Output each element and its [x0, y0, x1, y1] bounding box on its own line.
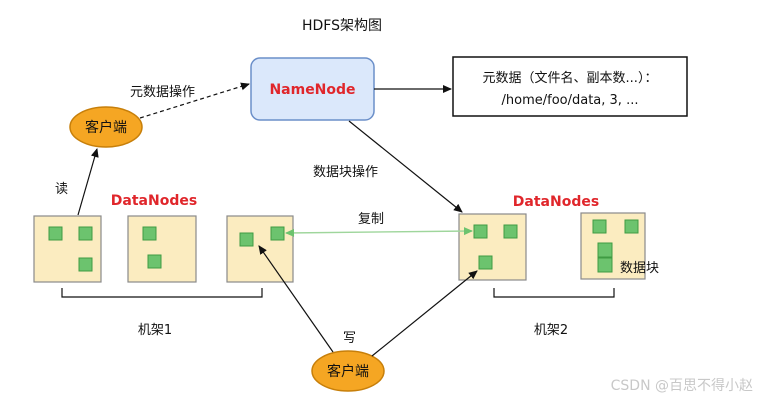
- watermark-text: CSDN @百思不得小赵: [611, 377, 753, 394]
- client-bottom-label: 客户端: [327, 363, 369, 380]
- datanode-box: [33, 215, 102, 283]
- rack2-bracket: [493, 288, 615, 298]
- data-block: [478, 255, 493, 270]
- datanodes-left-title: DataNodes: [111, 193, 197, 209]
- data-block: [147, 254, 162, 269]
- data-block: [78, 257, 93, 272]
- rack1-label: 机架1: [138, 323, 172, 338]
- data-block: [239, 232, 254, 247]
- namenode-label: NameNode: [269, 82, 355, 98]
- rack1-bracket: [61, 288, 263, 298]
- metadata-line1: 元数据（文件名、副本数...）：: [483, 70, 658, 86]
- replicate-arrow: [285, 227, 473, 237]
- diagram-title: HDFS架构图: [302, 18, 382, 34]
- write-arrow-left: [258, 245, 334, 353]
- metadata-box: [452, 56, 688, 117]
- write-arrow-right: [371, 270, 478, 357]
- data-block: [473, 224, 488, 239]
- datanode-box: [458, 213, 527, 281]
- data-block: [78, 226, 93, 241]
- data-block: [592, 219, 607, 234]
- write-label: 写: [343, 331, 356, 346]
- client-top: [69, 106, 143, 148]
- metadata-op-arrow: [139, 82, 250, 119]
- datanodes-right-title: DataNodes: [513, 194, 599, 210]
- data-block: [48, 226, 63, 241]
- datanode-box: [226, 215, 294, 283]
- read-label: 读: [55, 182, 68, 197]
- data-block: [597, 257, 613, 273]
- metadata-op-label: 元数据操作: [130, 84, 195, 100]
- datanode-box: [127, 215, 197, 283]
- data-block: [142, 226, 157, 241]
- data-block: [624, 219, 639, 234]
- metadata-line2: /home/foo/data, 3, ...: [502, 93, 639, 108]
- data-block: [270, 226, 285, 241]
- data-block: [503, 224, 518, 239]
- client-top-label: 客户端: [85, 119, 127, 136]
- block-op-label: 数据块操作: [313, 164, 378, 180]
- read-arrow: [77, 148, 99, 216]
- block-op-arrow: [348, 120, 463, 213]
- client-bottom: [311, 350, 385, 392]
- rack2-label: 机架2: [534, 323, 568, 338]
- block-label: 数据块: [620, 261, 659, 276]
- replicate-label: 复制: [358, 212, 384, 227]
- data-block: [597, 242, 613, 258]
